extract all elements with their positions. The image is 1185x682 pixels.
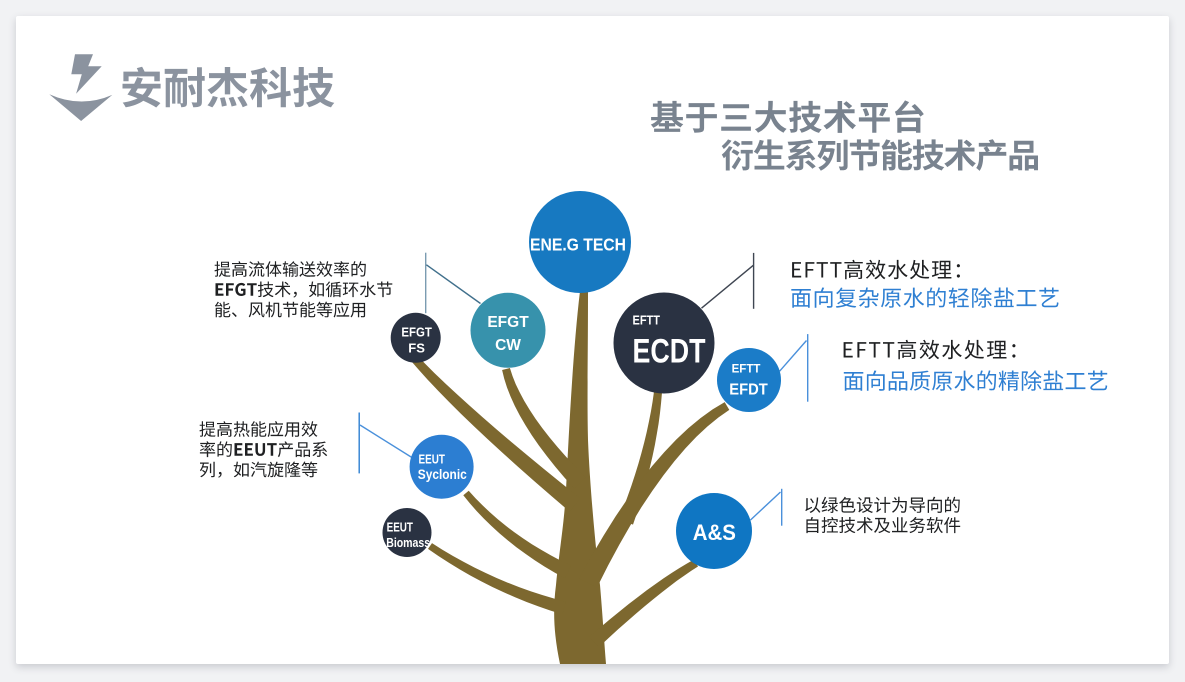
svg-text:EFTT: EFTT xyxy=(633,313,661,328)
svg-text:EFTT: EFTT xyxy=(732,363,761,375)
svg-text:CW: CW xyxy=(495,337,521,354)
svg-text:EEUT: EEUT xyxy=(419,453,445,466)
svg-text:EFDT: EFDT xyxy=(729,381,768,398)
svg-text:Biomass: Biomass xyxy=(386,535,430,550)
svg-text:ENE.G TECH: ENE.G TECH xyxy=(530,234,626,254)
svg-text:ECDT: ECDT xyxy=(633,333,706,371)
svg-text:EFGT: EFGT xyxy=(487,314,529,331)
svg-text:Syclonic: Syclonic xyxy=(418,466,467,482)
svg-text:A&S: A&S xyxy=(693,520,736,545)
svg-text:EFGT: EFGT xyxy=(401,325,432,340)
svg-text:FS: FS xyxy=(408,341,425,356)
svg-text:EEUT: EEUT xyxy=(387,521,413,535)
